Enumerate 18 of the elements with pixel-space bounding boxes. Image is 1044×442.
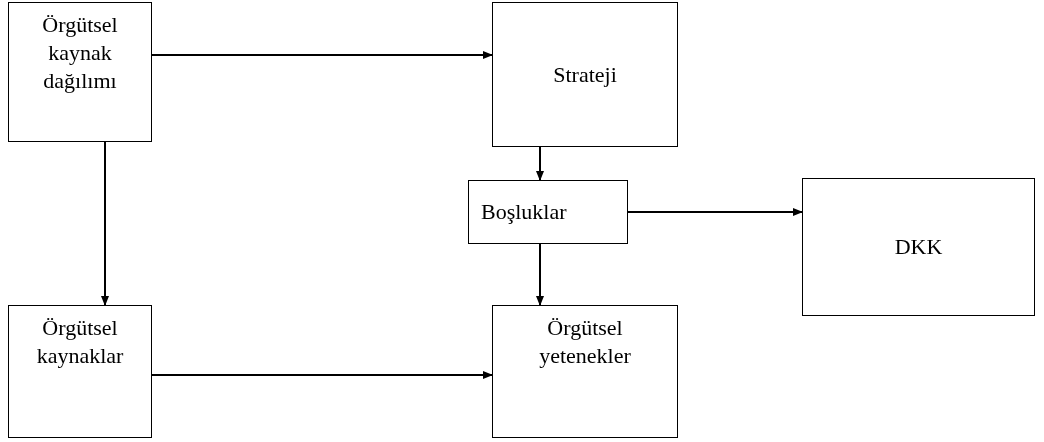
arrow bbox=[151, 51, 493, 59]
arrow bbox=[627, 208, 803, 216]
box-label: Örgütsel kaynak dağılımı bbox=[41, 11, 119, 95]
process-box bbox=[802, 178, 1035, 316]
arrow bbox=[101, 141, 109, 306]
box-label: Örgütsel kaynaklar bbox=[35, 314, 125, 370]
arrow bbox=[536, 243, 544, 306]
process-box bbox=[8, 305, 152, 438]
process-box bbox=[8, 2, 152, 142]
process-box bbox=[468, 180, 628, 244]
box-label: DKK bbox=[893, 233, 944, 261]
box-label: Örgütsel yetenekler bbox=[538, 314, 632, 370]
arrow bbox=[151, 371, 493, 379]
box-label: Strateji bbox=[552, 60, 618, 89]
box-label: Boşluklar bbox=[481, 198, 568, 226]
process-box bbox=[492, 2, 678, 147]
process-box bbox=[492, 305, 678, 438]
arrow bbox=[536, 146, 544, 181]
